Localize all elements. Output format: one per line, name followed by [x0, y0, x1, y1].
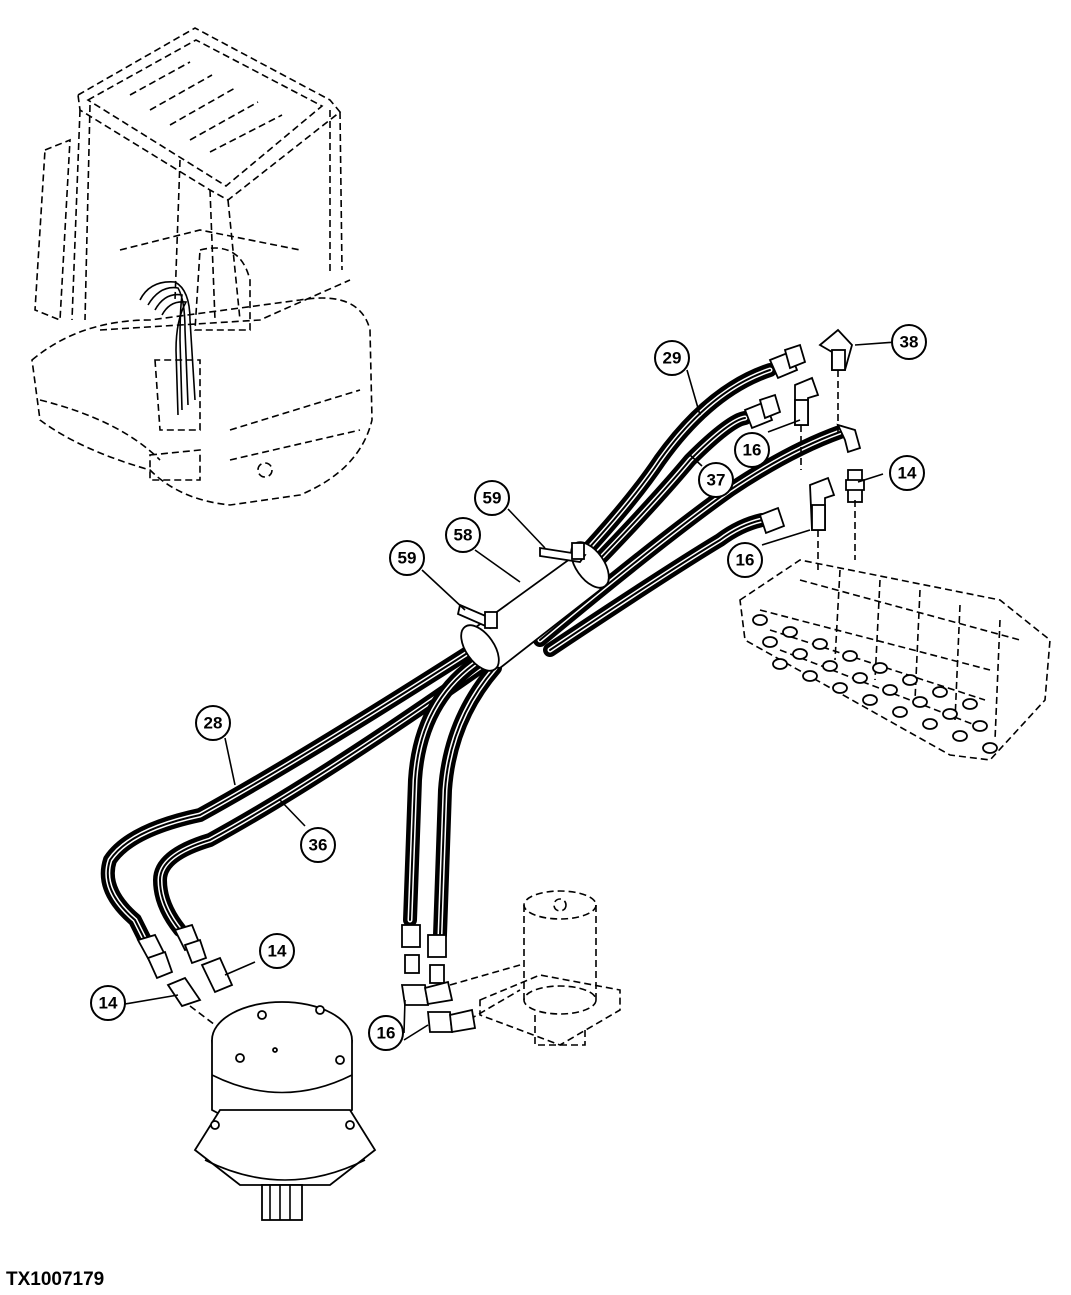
callout-label: 16: [377, 1024, 396, 1043]
valve-port: [922, 718, 938, 730]
callout-label: 59: [398, 549, 417, 568]
excavator-overview: [31, 27, 373, 506]
valve-port: [902, 674, 918, 686]
valve-port: [822, 660, 838, 672]
callout-28: 28: [195, 705, 231, 741]
valve-port: [932, 686, 948, 698]
valve-port: [772, 658, 788, 670]
callout-59-lower: 59: [389, 540, 425, 576]
callout-label: 14: [268, 942, 287, 961]
figure-id: TX1007179: [6, 1269, 105, 1290]
valve-port: [792, 648, 808, 660]
valve-port: [802, 670, 818, 682]
callout-label: 59: [483, 489, 502, 508]
valve-port: [862, 694, 878, 706]
callout-label: 36: [309, 836, 328, 855]
callout-16-lower: 16: [368, 1015, 404, 1051]
valve-port: [982, 742, 998, 754]
valve-port: [832, 682, 848, 694]
valve-port: [952, 730, 968, 742]
callout-label: 37: [707, 471, 726, 490]
fittings: [136, 328, 865, 1034]
callout-38: 38: [891, 324, 927, 360]
callout-label: 29: [663, 349, 682, 368]
valve-port: [892, 706, 908, 718]
swivel-joint: [449, 890, 621, 1046]
callout-59-upper: 59: [474, 480, 510, 516]
valve-port: [882, 684, 898, 696]
leader-lines: [124, 341, 897, 1041]
callout-29: 29: [654, 340, 690, 376]
callout-14-left: 14: [90, 985, 126, 1021]
valve-port: [812, 638, 828, 650]
callout-16-upper: 16: [734, 432, 770, 468]
valve-port: [852, 672, 868, 684]
valve-port: [972, 720, 988, 732]
callout-16-right: 16: [727, 542, 763, 578]
valve-port: [842, 650, 858, 662]
valve-port: [872, 662, 888, 674]
valve-port: [782, 626, 798, 638]
hose-sleeve: [456, 541, 610, 672]
callout-58: 58: [445, 517, 481, 553]
callout-label: 16: [743, 441, 762, 460]
valve-port: [752, 614, 768, 626]
callout-14-center: 14: [259, 933, 295, 969]
callout-label: 16: [736, 551, 755, 570]
valve-port: [912, 696, 928, 708]
control-valve: [739, 559, 1051, 761]
valve-port: [962, 698, 978, 710]
callout-label: 28: [204, 714, 223, 733]
valve-port: [942, 708, 958, 720]
callout-label: 38: [900, 333, 919, 352]
callout-label: 14: [898, 464, 917, 483]
callout-label: 58: [454, 526, 473, 545]
valve-port: [762, 636, 778, 648]
swing-motor: [193, 1001, 377, 1221]
callout-label: 14: [99, 994, 118, 1013]
callout-36: 36: [300, 827, 336, 863]
callout-14-right: 14: [889, 455, 925, 491]
callout-37: 37: [698, 462, 734, 498]
